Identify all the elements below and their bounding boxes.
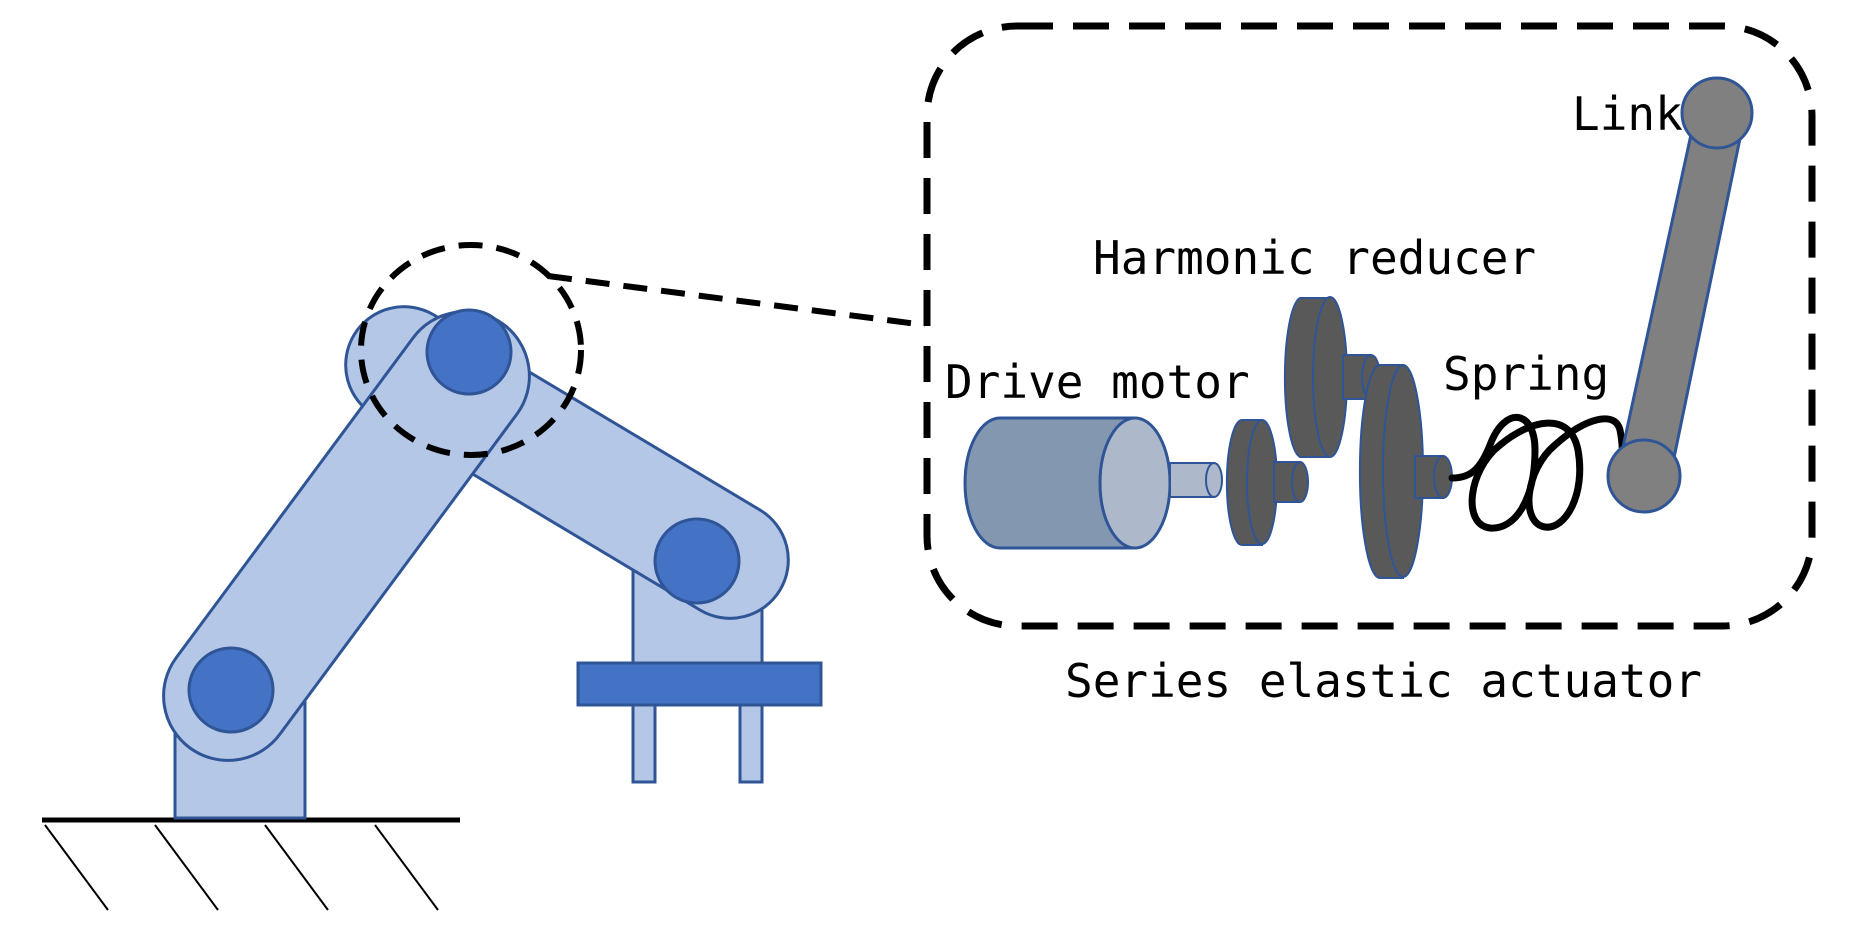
elbow-joint xyxy=(425,308,513,396)
motor-face xyxy=(1098,416,1172,550)
label-spring: Spring xyxy=(1443,347,1609,401)
labels: Link Harmonic reducer Drive motor Spring… xyxy=(945,87,1702,708)
wrist-joint xyxy=(653,517,741,605)
gripper-finger-left xyxy=(631,698,657,784)
gripper-flange xyxy=(576,661,823,707)
spring xyxy=(1448,413,1626,532)
link-top-joint xyxy=(1680,76,1754,150)
link xyxy=(1606,76,1754,514)
link-bottom-joint xyxy=(1606,438,1682,514)
zoom-leader-line xyxy=(547,273,926,328)
ground-hatching xyxy=(44,824,439,911)
drive-motor xyxy=(963,416,1172,550)
base-joint xyxy=(187,646,275,734)
motor-shaft xyxy=(1169,462,1223,498)
label-harmonic-reducer: Harmonic reducer xyxy=(1093,231,1536,285)
label-series-elastic-actuator: Series elastic actuator xyxy=(1065,654,1702,708)
robot-arm xyxy=(42,305,823,911)
label-drive-motor: Drive motor xyxy=(945,355,1250,409)
harmonic-reducer xyxy=(1225,296,1453,579)
gripper-finger-right xyxy=(738,698,764,784)
label-link: Link xyxy=(1572,87,1683,141)
zoom-circle xyxy=(358,242,584,458)
series-elastic-actuator xyxy=(963,76,1754,579)
sea-callout-box xyxy=(923,22,1816,630)
zoom-callout xyxy=(358,22,1816,630)
